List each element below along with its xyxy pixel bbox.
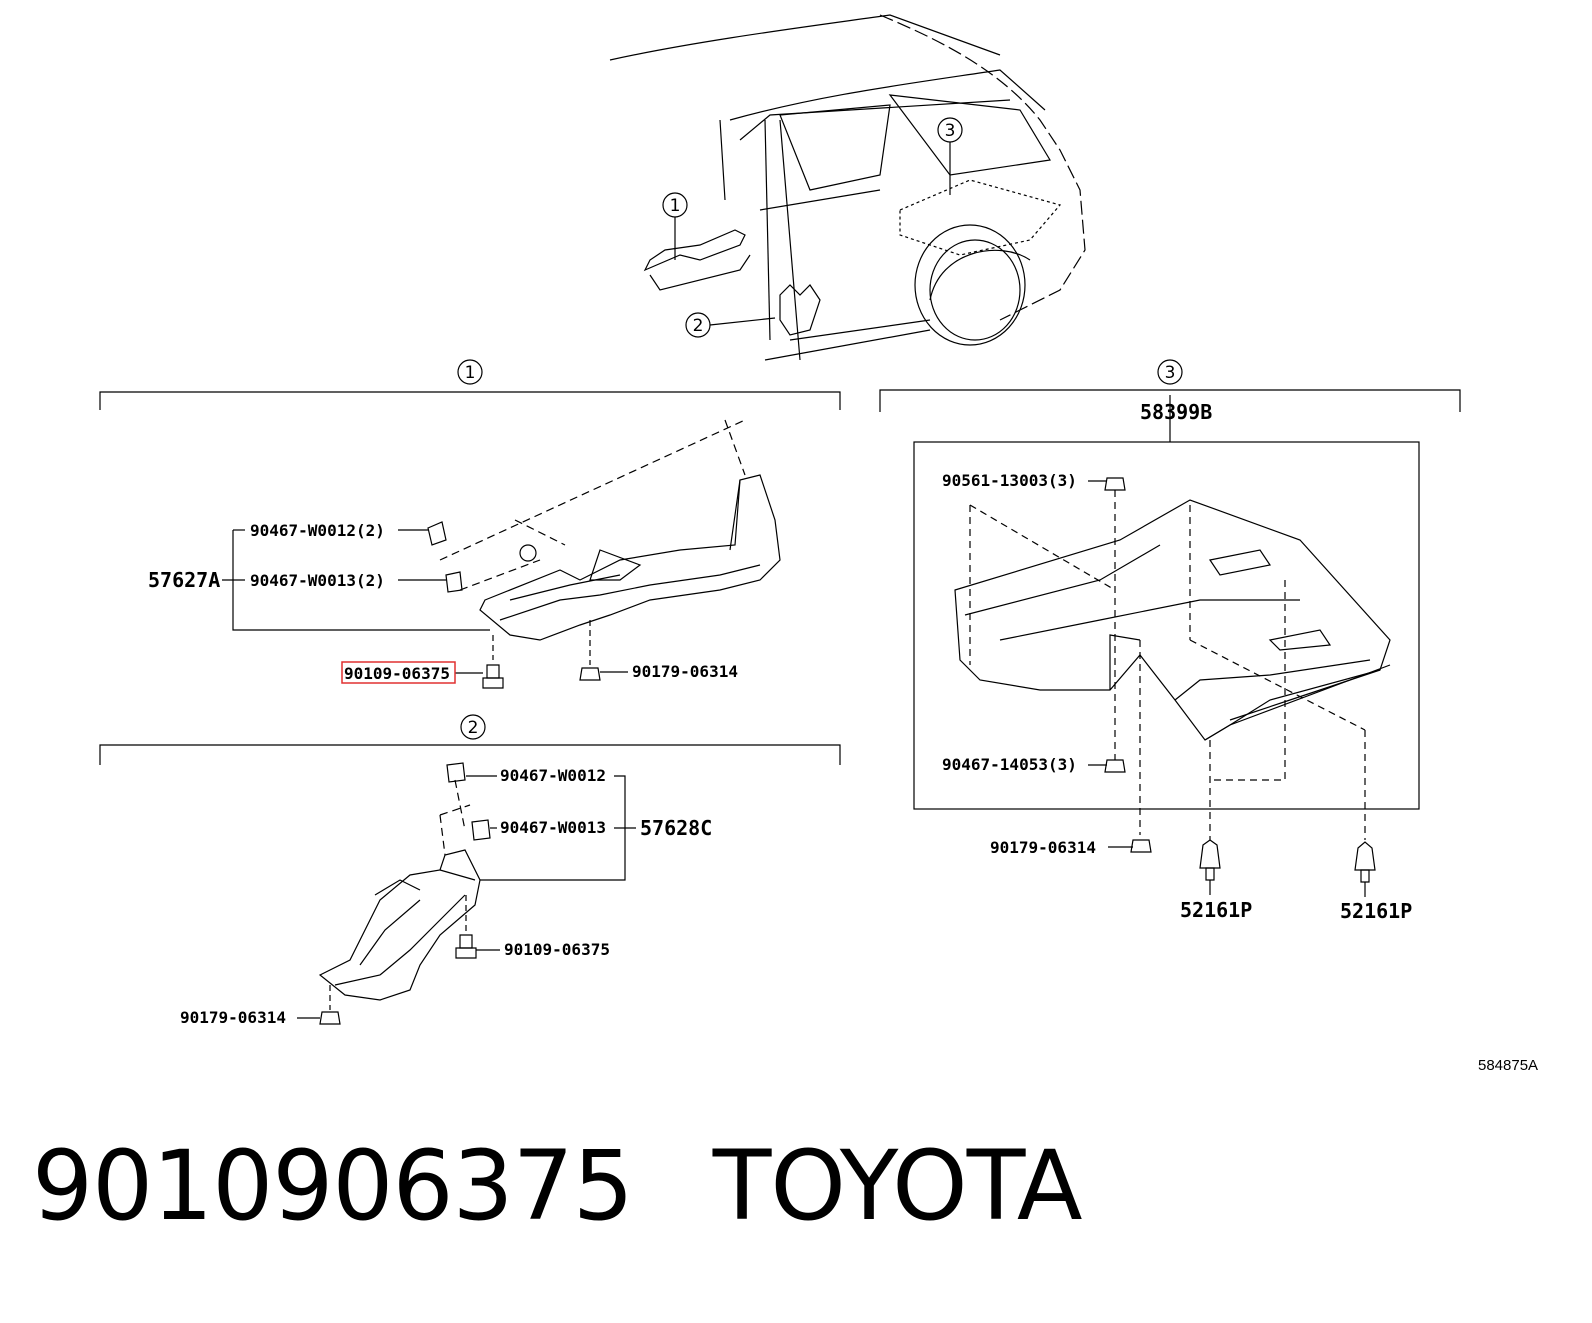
section3-assembly-label: 58399B	[1140, 400, 1212, 424]
vehicle-overview	[609, 14, 1086, 361]
section2-label-c: 90109-06375	[504, 940, 610, 959]
section2-label-d: 90179-06314	[180, 1008, 286, 1027]
section1-assembly-label: 57627A	[148, 568, 220, 592]
section1-label-c: 90109-06375	[344, 664, 450, 683]
section2-part	[297, 762, 636, 1025]
section3-label-a: 90561-13003(3)	[942, 471, 1077, 490]
section2-bracket	[99, 714, 841, 765]
section1-label-b: 90467-W0013(2)	[250, 571, 385, 590]
section1-label-d: 90179-06314	[632, 662, 738, 681]
callout-3-overview: 3	[945, 121, 956, 141]
section2-label-b: 90467-W0013	[500, 818, 606, 837]
section3-bracket	[879, 359, 1461, 412]
section1-label-a: 90467-W0012(2)	[250, 521, 385, 540]
section3-label-e: 52161P	[1340, 899, 1412, 923]
callout-2-overview: 2	[693, 316, 704, 336]
section3-label-d: 52161P	[1180, 898, 1252, 922]
section3-label-c: 90179-06314	[990, 838, 1096, 857]
section3-label-b: 90467-14053(3)	[942, 755, 1077, 774]
part-caption: 9010906375 TOYOTA	[32, 1130, 1162, 1242]
callout-1-section: 1	[465, 363, 476, 383]
section3-part	[913, 395, 1420, 897]
callout-2-section: 2	[468, 718, 479, 738]
brand-name: TOYOTA	[712, 1130, 1083, 1242]
section2-assembly-label: 57628C	[640, 816, 712, 840]
callout-3-section: 3	[1165, 363, 1176, 383]
section1-part	[222, 419, 781, 689]
highlight-box	[341, 661, 456, 684]
section2-label-a: 90467-W0012	[500, 766, 606, 785]
figure-number: 584875A	[1478, 1057, 1538, 1074]
section1-bracket	[99, 359, 841, 410]
part-number: 9010906375	[32, 1130, 634, 1242]
callout-1-overview: 1	[670, 196, 681, 216]
